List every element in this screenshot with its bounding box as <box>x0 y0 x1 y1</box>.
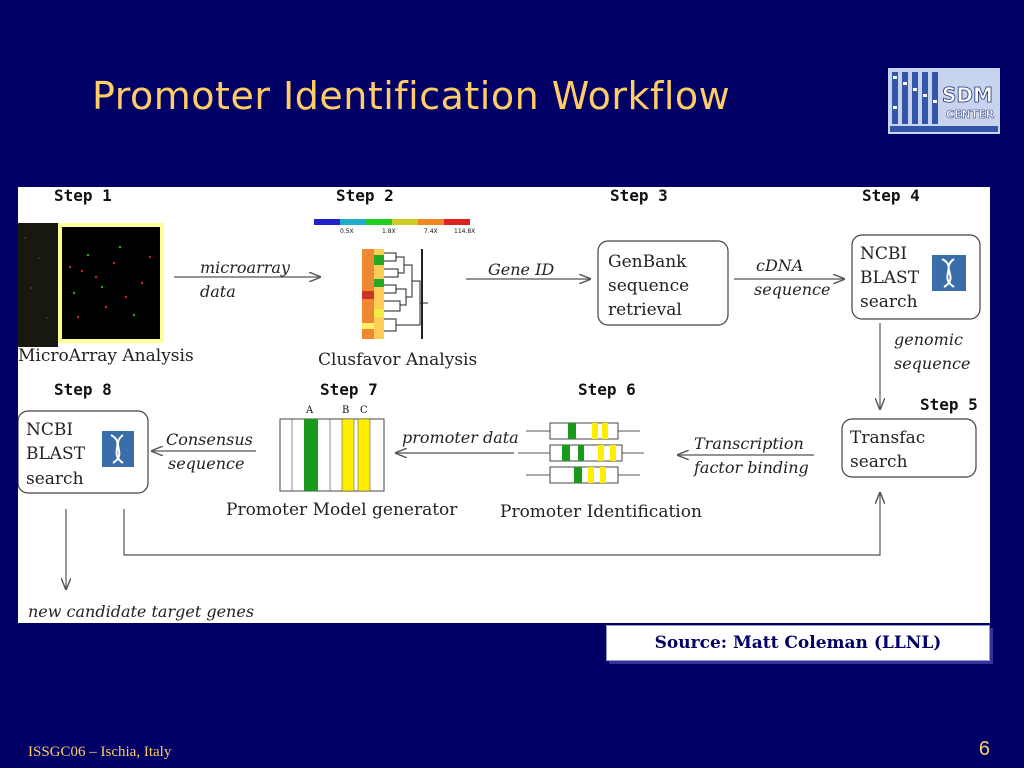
promoter-identification-strips <box>518 422 644 484</box>
clusfavor-heatmap <box>362 249 384 339</box>
edge-microarray-label-2: data <box>200 282 236 301</box>
color-scale-bar <box>314 219 470 225</box>
model-label-b: B <box>342 405 349 416</box>
blast-helix-icon <box>932 255 966 291</box>
model-labels: A B C <box>305 405 368 416</box>
source-credit: Source: Matt Coleman (LLNL) <box>606 625 990 661</box>
scale-label-1: 0.5X <box>340 228 354 235</box>
page-number: 6 <box>978 738 990 760</box>
step-5-label: Step 5 <box>920 395 978 414</box>
model-label-c: C <box>360 405 368 416</box>
transfac-line-1: Transfac <box>850 428 925 448</box>
edge-tf-label-2: factor binding <box>693 458 809 477</box>
edge-new-candidate-label: new candidate target genes <box>28 602 254 621</box>
genbank-line-3: retrieval <box>608 300 682 320</box>
step-6-label: Step 6 <box>578 380 636 399</box>
promoter-model-diagram <box>279 418 385 492</box>
ncbi-top-line-2: BLAST <box>860 268 920 288</box>
ncbi-top-line-1: NCBI <box>860 244 907 264</box>
edge-consensus-label-2: sequence <box>168 454 244 473</box>
scale-tick-labels: 0.5X 1.8X 7.4X 114.8X <box>340 228 475 235</box>
step-4-label: Step 4 <box>862 187 920 205</box>
genbank-line-2: sequence <box>608 276 689 296</box>
blast-helix-icon-bottom <box>102 431 134 467</box>
transfac-box <box>841 418 977 478</box>
transfac-line-2: search <box>850 452 908 472</box>
edge-tf-label-1: Transcription <box>694 434 804 453</box>
microarray-image <box>18 223 164 347</box>
caption-microarray-analysis: MicroArray Analysis <box>18 346 194 366</box>
edge-promoter-data-label: promoter data <box>402 428 519 447</box>
edge-consensus-label-1: Consensus <box>166 430 253 449</box>
ncbi-bottom-line-1: NCBI <box>26 420 73 440</box>
ncbi-bottom-line-3: search <box>26 469 84 489</box>
edge-cdna-label-2: sequence <box>754 280 830 299</box>
scale-label-2: 1.8X <box>382 228 396 235</box>
footer-conference: ISSGC06 – Ischia, Italy <box>28 744 172 760</box>
ncbi-bottom-line-2: BLAST <box>26 444 86 464</box>
edge-cdna-label-1: cDNA <box>756 256 803 275</box>
caption-promoter-model-generator: Promoter Model generator <box>226 500 458 520</box>
caption-promoter-identification: Promoter Identification <box>500 502 702 522</box>
caption-clusfavor-analysis: Clusfavor Analysis <box>318 350 477 370</box>
step-8-label: Step 8 <box>54 380 112 399</box>
logo-text-center: CENTER <box>946 108 995 121</box>
workflow-diagram: Step 1 Step 2 Step 3 Step 4 Step 5 Step … <box>18 187 990 623</box>
genbank-line-1: GenBank <box>608 252 687 272</box>
step-7-label: Step 7 <box>320 380 378 399</box>
arrow-loop-to-transfac <box>123 493 880 556</box>
edge-gene-id-label: Gene ID <box>488 260 554 279</box>
step-2-label: Step 2 <box>336 187 394 205</box>
scale-label-3: 7.4X <box>424 228 438 235</box>
step-1-label: Step 1 <box>54 187 112 205</box>
edge-microarray-label-1: microarray <box>200 258 291 277</box>
slide-title: Promoter Identification Workflow <box>92 74 731 118</box>
sdm-center-logo: SDM CENTER <box>888 68 1000 134</box>
edge-genomic-label-2: sequence <box>894 354 970 373</box>
logo-text-sdm: SDM <box>942 83 993 107</box>
dendrogram <box>384 249 428 339</box>
edge-genomic-label-1: genomic <box>894 330 963 349</box>
ncbi-top-line-3: search <box>860 292 918 312</box>
scale-label-4: 114.8X <box>454 228 475 235</box>
genbank-box <box>597 240 729 326</box>
step-3-label: Step 3 <box>610 187 668 205</box>
model-label-a: A <box>305 405 314 416</box>
